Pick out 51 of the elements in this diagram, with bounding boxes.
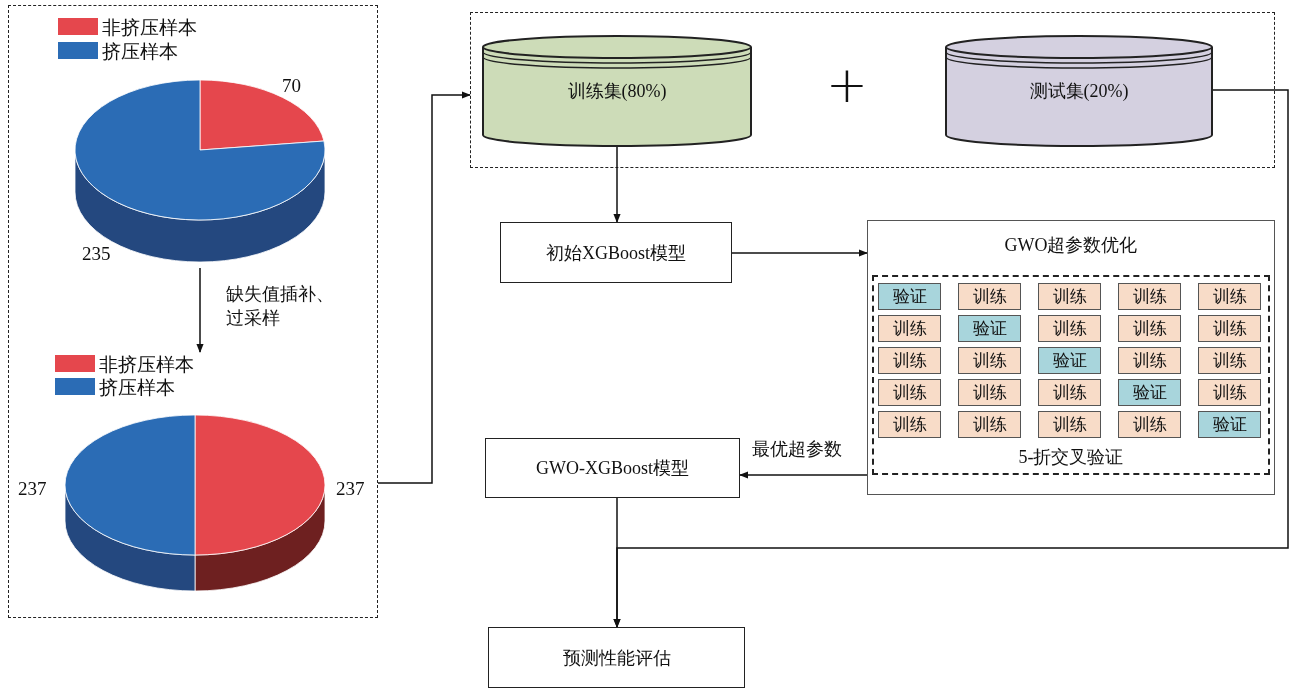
process-box: 预测性能评估 [488, 627, 745, 688]
fold-cell: 训练 [878, 411, 941, 438]
fold-cell: 验证 [878, 283, 941, 310]
fold-cell: 训练 [1118, 347, 1181, 374]
arrow [377, 91, 471, 484]
fold-cell: 训练 [1038, 411, 1101, 438]
fold-cell: 训练 [1118, 411, 1181, 438]
legend-label: 非挤压样本 [102, 16, 197, 40]
arrow [613, 89, 1289, 628]
fold-cell: 训练 [1038, 315, 1101, 342]
arrow [731, 249, 868, 257]
dataset-label: 测试集(20%) [1029, 80, 1129, 103]
legend-label: 挤压样本 [99, 376, 175, 400]
heading-text: 5-折交叉验证 [1018, 446, 1124, 469]
process-box: GWO-XGBoost模型 [485, 438, 740, 498]
optimization-panel [867, 220, 1275, 495]
value-label: 235 [82, 243, 111, 265]
arrow [196, 267, 204, 353]
fold-cell: 训练 [1198, 315, 1261, 342]
fold-cell: 训练 [1038, 283, 1101, 310]
value-label: 237 [336, 478, 365, 500]
heading-text: GWO超参数优化 [1004, 234, 1138, 257]
process-box: 初始XGBoost模型 [500, 222, 732, 283]
legend-label: 非挤压样本 [99, 353, 194, 377]
fold-cell: 训练 [1118, 315, 1181, 342]
arrow [613, 146, 621, 223]
fold-cell: 验证 [1118, 379, 1181, 406]
cross-validation-frame [872, 275, 1270, 475]
value-label: 70 [282, 75, 301, 97]
fold-cell: 训练 [958, 283, 1021, 310]
fold-cell: 训练 [958, 411, 1021, 438]
arrow [739, 471, 868, 479]
fold-cell: 训练 [878, 379, 941, 406]
fold-cell: 训练 [1118, 283, 1181, 310]
legend-label: 挤压样本 [102, 40, 178, 64]
fold-cell: 验证 [1198, 411, 1261, 438]
value-label: 237 [18, 478, 47, 500]
fold-cell: 验证 [958, 315, 1021, 342]
fold-cell: 验证 [1038, 347, 1101, 374]
fold-cell: 训练 [878, 347, 941, 374]
dashed-group-frame [8, 5, 378, 618]
plus-sign: + [826, 60, 868, 110]
fold-cell: 训练 [958, 347, 1021, 374]
fold-cell: 训练 [1198, 379, 1261, 406]
fold-cell: 训练 [1038, 379, 1101, 406]
dashed-group-frame [470, 12, 1275, 168]
fold-cell: 训练 [1198, 283, 1261, 310]
dataset-label: 训练集(80%) [567, 80, 667, 103]
fold-cell: 训练 [1198, 347, 1261, 374]
fold-cell: 训练 [878, 315, 941, 342]
fold-cell: 训练 [958, 379, 1021, 406]
